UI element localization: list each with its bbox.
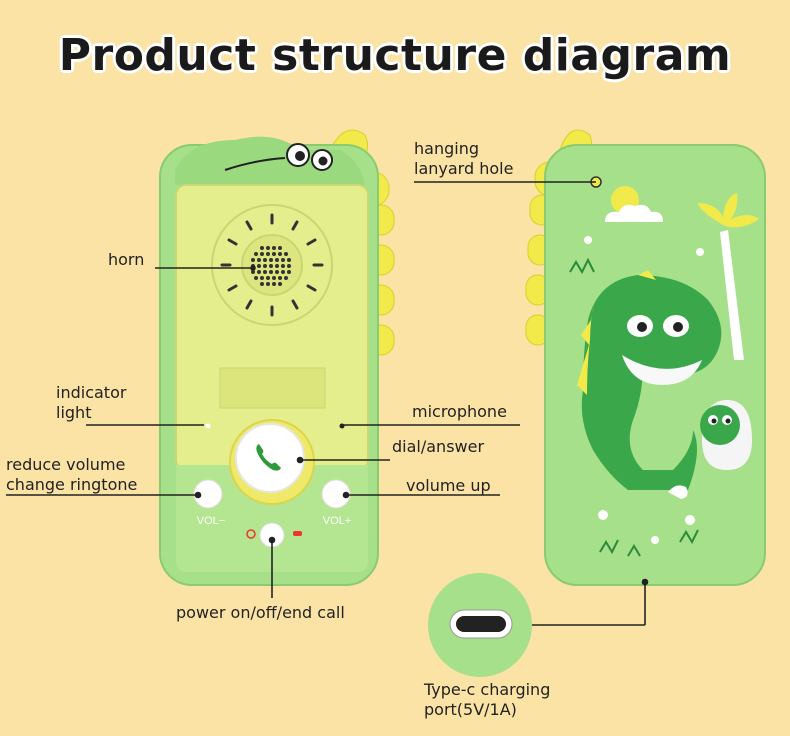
page-title: Product structure diagram	[58, 30, 732, 81]
dial-answer-label: dial/answer	[392, 437, 485, 456]
microphone-label: microphone	[412, 402, 507, 421]
power-label: power on/off/end call	[176, 603, 345, 622]
horn-label: horn	[108, 250, 145, 269]
back-phone	[428, 129, 766, 677]
indicator-light-label: indicator light	[56, 383, 127, 422]
leader-lines	[6, 181, 649, 626]
front-phone: VOL− VOL+	[159, 129, 395, 586]
reduce-volume-label: reduce volume change ringtone	[6, 455, 138, 494]
vol-plus-label: VOL+	[323, 515, 351, 527]
charging-port-label: Type-c charging port(5V/1A)	[424, 680, 551, 719]
lanyard-label: hanging lanyard hole	[414, 139, 514, 178]
vol-minus-label: VOL−	[197, 515, 225, 527]
volume-up-label: volume up	[406, 476, 491, 495]
